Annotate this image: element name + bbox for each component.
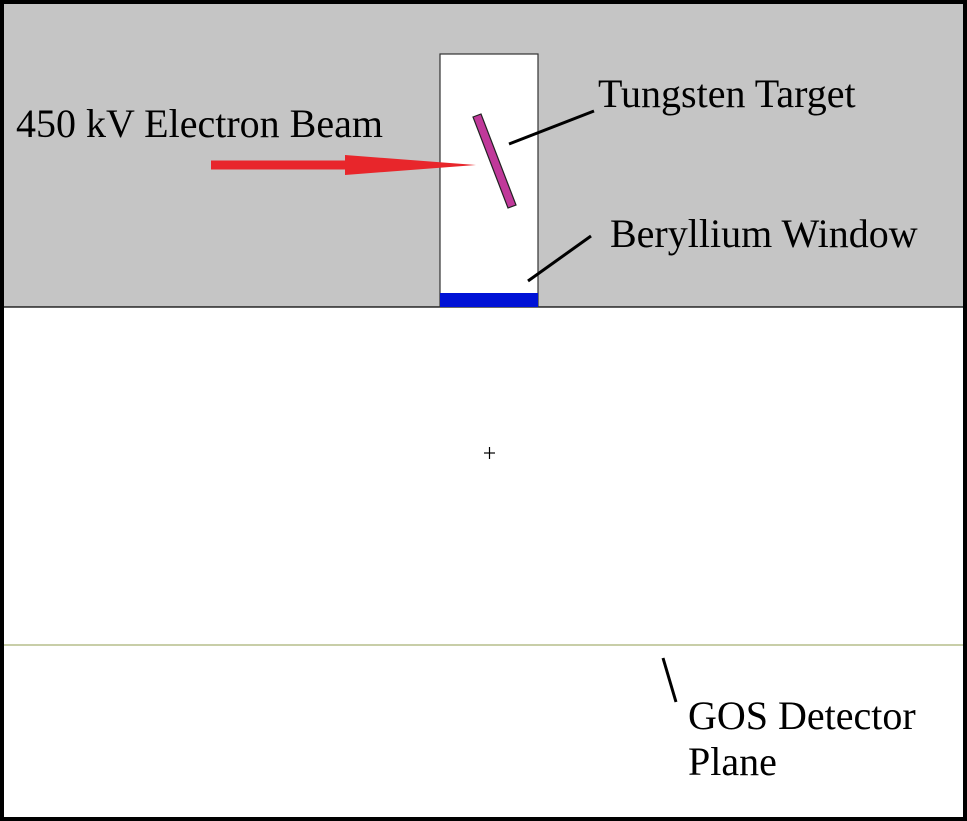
electron-beam-arrow-head	[345, 155, 476, 175]
gos-detector-label-line2: Plane	[688, 739, 777, 784]
tungsten-target-leader	[508, 109, 595, 146]
xray-source-diagram: 450 kV Electron Beam Tungsten Target Ber…	[4, 4, 963, 784]
detector-plane-leader	[661, 657, 678, 703]
gos-detector-label-line1: GOS Detector	[688, 693, 916, 738]
electron-beam-label: 450 kV Electron Beam	[16, 101, 383, 146]
beryllium-window	[440, 293, 538, 307]
beryllium-window-leader	[527, 234, 592, 283]
tungsten-target	[472, 113, 517, 209]
tube-housing	[439, 53, 539, 308]
tungsten-target-label: Tungsten Target	[598, 71, 856, 116]
beryllium-window-label: Beryllium Window	[610, 211, 918, 256]
